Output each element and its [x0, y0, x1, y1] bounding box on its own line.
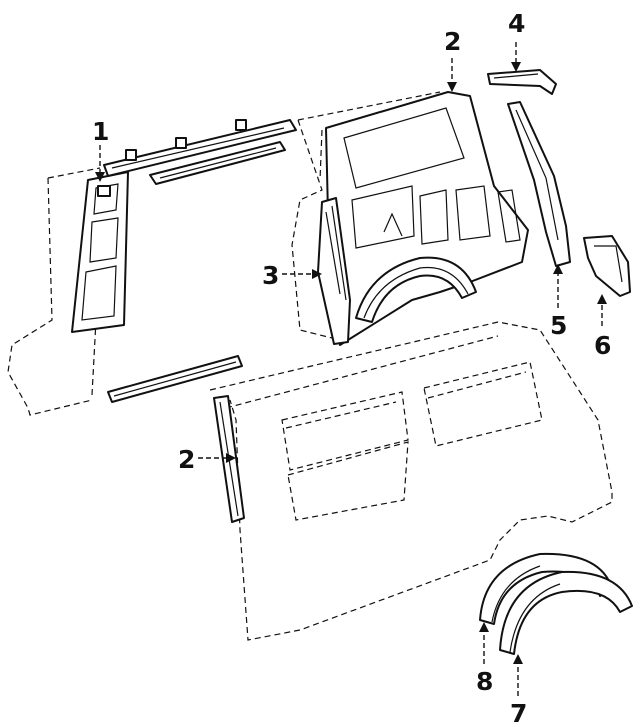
callout-4: 4: [508, 9, 525, 38]
callout-8: 8: [476, 667, 493, 696]
part-5-rear-pillar-inner: [507, 101, 571, 267]
molding-strip: [107, 355, 243, 403]
upper-panel-outline: [291, 91, 441, 341]
callout-5: 5: [550, 311, 567, 340]
callout-6: 6: [594, 331, 611, 360]
callout-3: 3: [262, 261, 279, 290]
callout-2-top: 2: [444, 27, 461, 56]
lower-side-panel: [209, 321, 613, 641]
callout-2-bottom: 2: [178, 445, 195, 474]
part-6-corner-extension: [583, 235, 631, 297]
callout-7: 7: [510, 699, 527, 727]
callout-1: 1: [92, 117, 109, 146]
part-1-pillar-panel: [71, 171, 129, 333]
leader-lines: [95, 42, 607, 696]
roof-rail: [103, 119, 297, 185]
part-4-roof-bracket: [487, 69, 557, 95]
part-2-quarter-inner-panel: [325, 91, 529, 346]
part-7-8-wheelhouse-liners: [479, 552, 633, 655]
